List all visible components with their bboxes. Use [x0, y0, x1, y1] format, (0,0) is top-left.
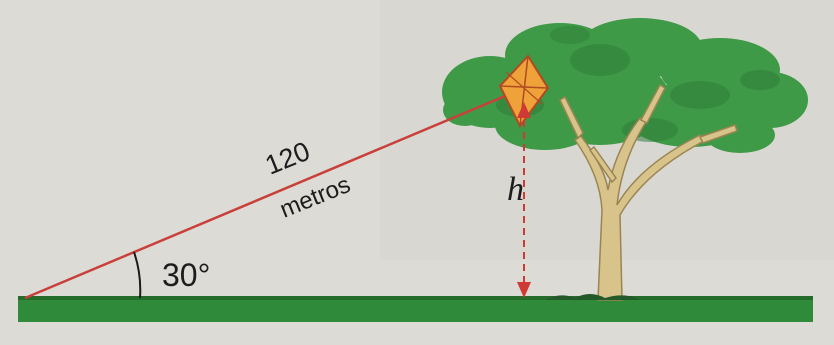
height-arrow	[517, 102, 531, 298]
ground	[18, 296, 813, 322]
grass-tuft	[545, 294, 640, 300]
tree-foliage	[442, 18, 808, 153]
arrow-down-icon	[517, 282, 531, 298]
ground-edge	[18, 296, 813, 300]
arrow-up-icon	[517, 102, 531, 118]
kite-string-line	[24, 86, 525, 300]
tree-trunk	[559, 83, 738, 301]
kite-icon	[498, 54, 550, 128]
angle-label: 30°	[162, 257, 210, 293]
angle-arc	[133, 251, 142, 299]
height-label: h	[507, 171, 524, 208]
tree-icon	[442, 18, 808, 301]
